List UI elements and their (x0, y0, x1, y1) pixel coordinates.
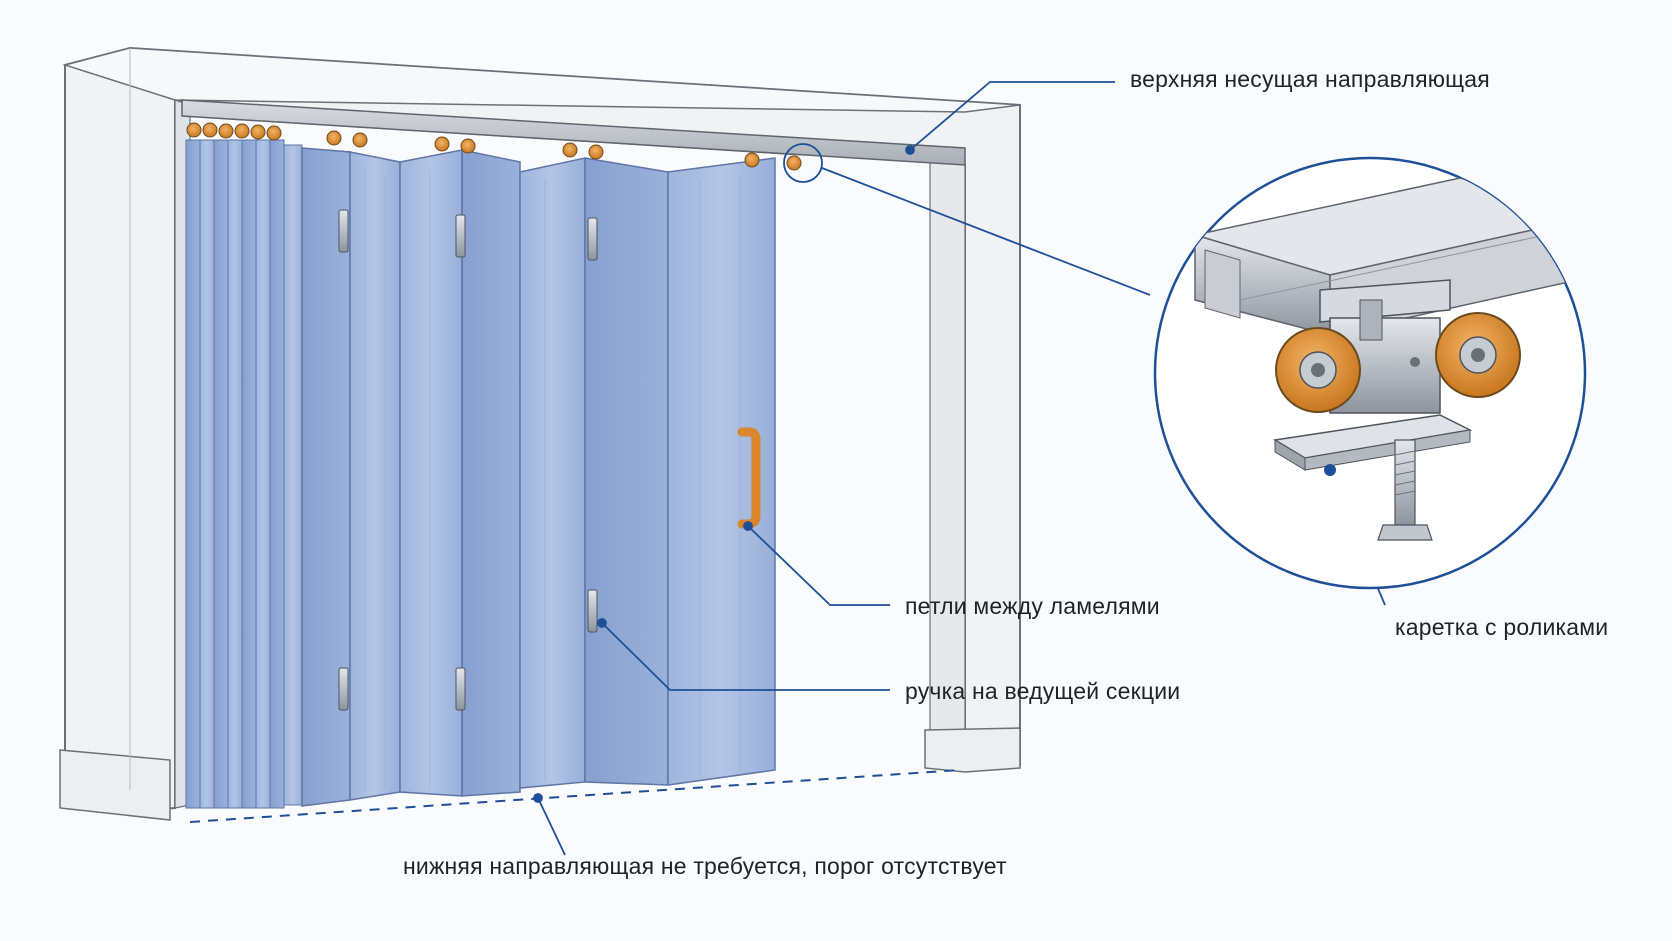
carriage-detail-view (1153, 156, 1587, 590)
bottom-rail-label: нижняя направляющая не требуется, порог … (403, 853, 1007, 879)
floor-line (189, 769, 961, 823)
hinge-icon (587, 217, 598, 261)
hinge-icon (587, 589, 598, 633)
rail-carriages (326, 130, 802, 171)
handle-label: ручка на ведущей секции (905, 678, 1181, 704)
roller-wheel-icon (352, 132, 368, 148)
carriage-label: каретка с роликами (1395, 614, 1609, 640)
hinge-icon (455, 214, 466, 258)
hinge-icon (455, 667, 466, 711)
roller-wheel-icon (562, 142, 578, 158)
roller-wheel-icon (434, 136, 450, 152)
hinges-label: петли между ламелями (905, 593, 1160, 619)
roller-wheel-icon (326, 130, 342, 146)
roller-wheel-icon (786, 155, 802, 171)
hinges (338, 209, 598, 711)
stacked-panels (185, 122, 303, 809)
roller-wheel-icon (588, 144, 604, 160)
top-rail-label: верхняя несущая направляющая (1130, 66, 1490, 92)
hinge-icon (338, 667, 349, 711)
roller-wheel-icon (460, 138, 476, 154)
top-rail (181, 99, 966, 166)
hinge-icon (338, 209, 349, 253)
callout-lines (533, 81, 1386, 856)
folding-panels (301, 147, 776, 807)
roller-wheel-icon (744, 152, 760, 168)
